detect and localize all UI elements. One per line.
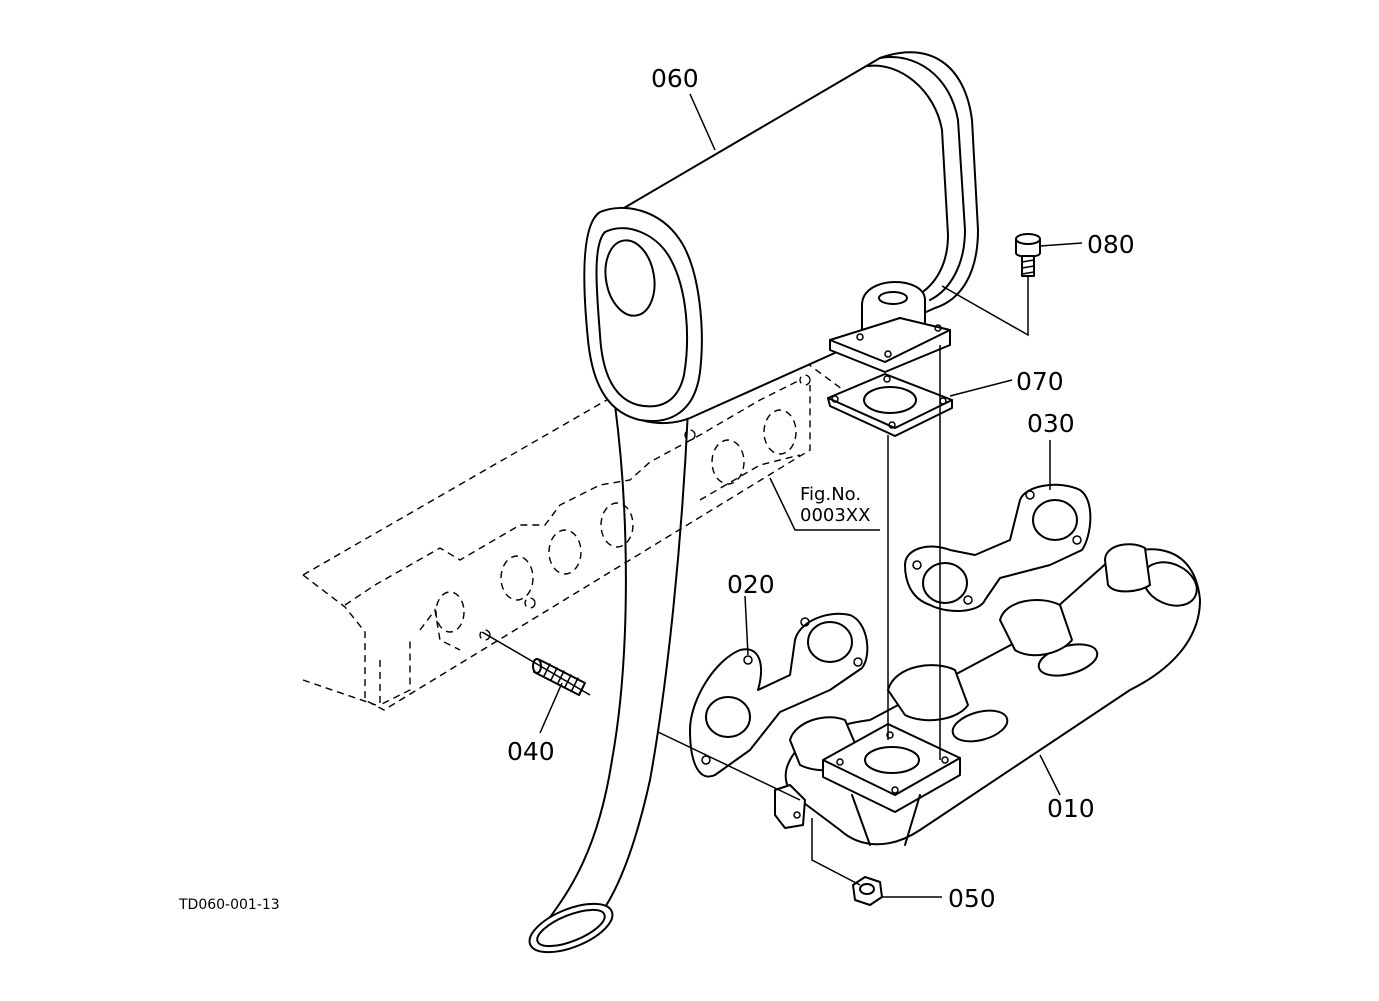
tail-pipe bbox=[528, 404, 689, 954]
figure-reference-title: Fig.No. bbox=[800, 484, 862, 505]
exhaust-manifold bbox=[774, 543, 1201, 846]
label-050: 050 bbox=[948, 884, 996, 913]
drawing-code: TD060-001-13 bbox=[179, 897, 280, 913]
manifold-gasket-rear bbox=[904, 483, 1092, 612]
label-060: 060 bbox=[651, 64, 699, 93]
label-030: 030 bbox=[1027, 409, 1075, 438]
label-070: 070 bbox=[1016, 367, 1064, 396]
cylinder-head-phantom bbox=[302, 351, 851, 711]
nut bbox=[852, 876, 883, 906]
label-010: 010 bbox=[1047, 794, 1095, 823]
label-040: 040 bbox=[507, 737, 555, 766]
bolt bbox=[1015, 233, 1041, 277]
figure-reference: Fig.No. 0003XX bbox=[800, 484, 871, 526]
label-020: 020 bbox=[727, 570, 775, 599]
label-080: 080 bbox=[1087, 230, 1135, 259]
manifold-gasket-front bbox=[689, 612, 869, 778]
leader-lines bbox=[539, 93, 1083, 898]
alignment-lines bbox=[481, 276, 1029, 886]
muffler-gasket bbox=[827, 373, 953, 437]
figure-reference-number: 0003XX bbox=[800, 504, 871, 526]
muffler bbox=[583, 51, 979, 425]
